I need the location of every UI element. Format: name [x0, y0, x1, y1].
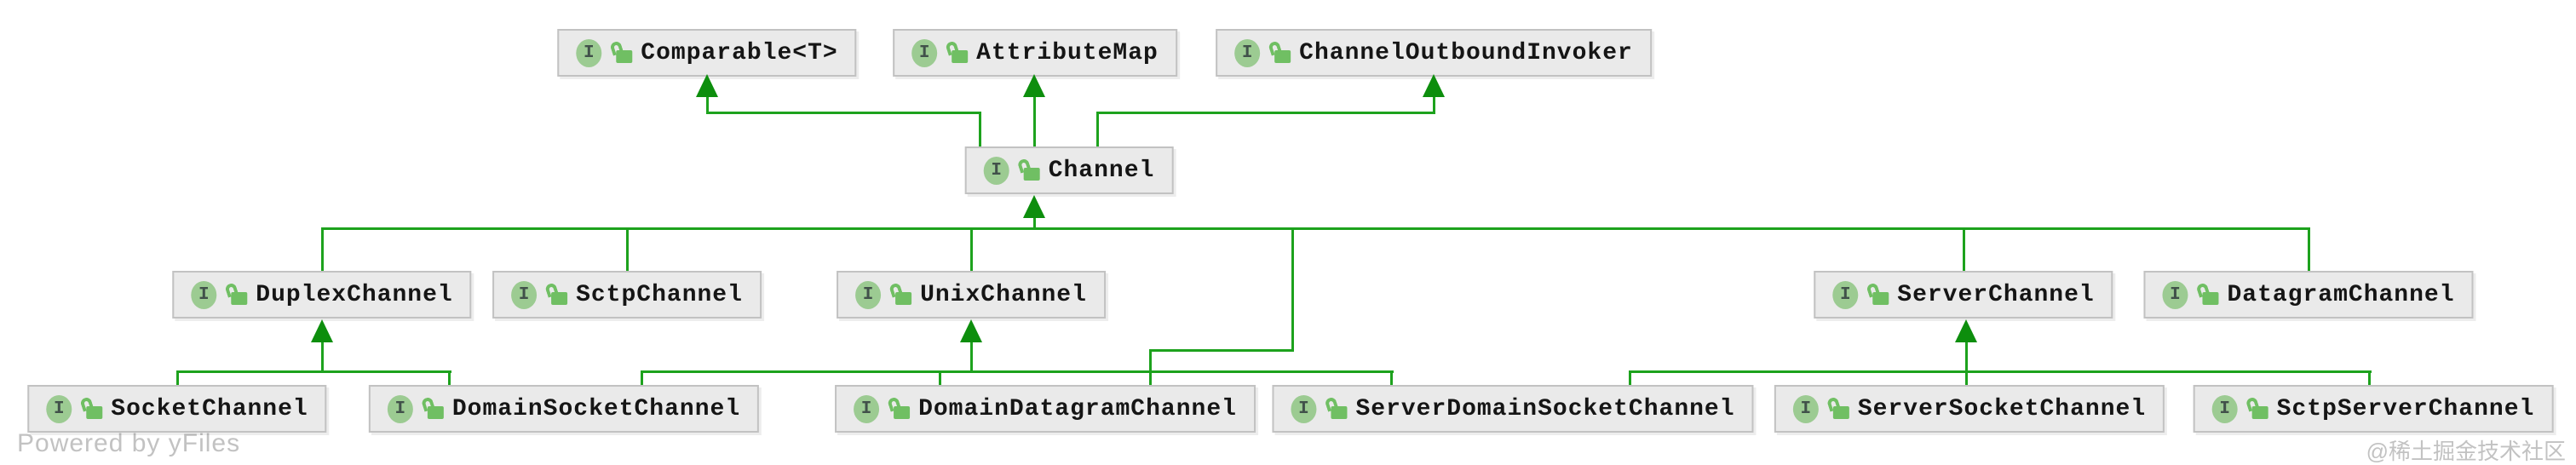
node-socketchannel[interactable]: I SocketChannel: [27, 385, 327, 433]
interface-circle-icon: I: [191, 280, 217, 309]
interface-circle-icon: I: [855, 280, 882, 309]
interface-circle-icon: I: [1234, 38, 1261, 67]
interface-name-label: ServerSocketChannel: [1857, 395, 2147, 422]
interface-circle-icon: I: [911, 38, 938, 67]
interface-circle-icon: I: [576, 38, 602, 67]
open-lock-icon: [887, 394, 911, 423]
edge-segment: [1291, 227, 1294, 352]
interface-name-label: DomainSocketChannel: [451, 395, 741, 422]
node-serversocketchannel[interactable]: I ServerSocketChannel: [1774, 385, 2165, 433]
interface-name-label: DuplexChannel: [256, 281, 453, 308]
open-lock-icon: [1826, 394, 1849, 423]
inheritance-arrowhead-icon: [1023, 195, 1045, 218]
node-domainsocketchannel[interactable]: I DomainSocketChannel: [368, 385, 760, 433]
edge-segment: [939, 370, 941, 387]
open-lock-icon: [888, 280, 912, 309]
edge-segment: [322, 227, 2309, 230]
node-serverchannel[interactable]: I ServerChannel: [1814, 271, 2113, 319]
interface-name-label: DatagramChannel: [2227, 281, 2455, 308]
edge-segment: [626, 227, 629, 273]
yfiles-watermark: Powered by yFiles: [17, 429, 241, 457]
interface-circle-icon: I: [2211, 394, 2238, 423]
edge-segment: [448, 370, 451, 387]
interface-name-label: ServerChannel: [1897, 281, 2095, 308]
inheritance-arrowhead-icon: [1023, 74, 1045, 97]
edge-segment: [2368, 370, 2371, 387]
node-unixchannel[interactable]: I UnixChannel: [837, 271, 1106, 319]
interface-circle-icon: I: [1832, 280, 1859, 309]
edge-segment: [1965, 340, 1968, 387]
interface-circle-icon: I: [46, 394, 72, 423]
edge-segment: [321, 227, 324, 273]
open-lock-icon: [945, 38, 969, 67]
edge-segment: [970, 227, 973, 273]
interface-name-label: SocketChannel: [111, 395, 308, 422]
node-sctpserverchannel[interactable]: I SctpServerChannel: [2193, 385, 2554, 433]
open-lock-icon: [2195, 280, 2219, 309]
juejin-watermark: @稀土掘金技术社区: [2366, 439, 2566, 464]
open-lock-icon: [1866, 280, 1889, 309]
open-lock-icon: [1016, 156, 1040, 185]
interface-circle-icon: I: [511, 280, 538, 309]
edge-segment: [1433, 95, 1435, 114]
open-lock-icon: [1324, 394, 1348, 423]
interface-circle-icon: I: [2162, 280, 2188, 309]
edge-segment: [641, 370, 1394, 373]
node-sctpchannel[interactable]: I SctpChannel: [492, 271, 762, 319]
node-comparable[interactable]: I Comparable<T>: [557, 29, 857, 77]
open-lock-icon: [2245, 394, 2268, 423]
interface-circle-icon: I: [983, 156, 1009, 185]
node-channeloutboundinvoker[interactable]: I ChannelOutboundInvoker: [1216, 29, 1652, 77]
node-domaindatagramchannel[interactable]: I DomainDatagramChannel: [835, 385, 1256, 433]
edge-segment: [321, 340, 324, 373]
inheritance-arrowhead-icon: [696, 74, 718, 97]
inheritance-arrowhead-icon: [1955, 319, 1977, 342]
open-lock-icon: [420, 394, 444, 423]
interface-name-label: UnixChannel: [920, 281, 1087, 308]
edge-segment: [1149, 349, 1152, 387]
interface-name-label: SctpServerChannel: [2276, 395, 2535, 422]
edge-segment: [979, 112, 981, 148]
inheritance-arrowhead-icon: [1423, 74, 1445, 97]
edge-segment: [176, 370, 179, 387]
edge-segment: [1150, 349, 1294, 352]
inheritance-arrowhead-icon: [960, 319, 982, 342]
edge-segment: [970, 340, 973, 373]
inheritance-arrowhead-icon: [311, 319, 333, 342]
interface-circle-icon: I: [854, 394, 880, 423]
open-lock-icon: [224, 280, 248, 309]
interface-circle-icon: I: [1291, 394, 1317, 423]
edge-segment: [1033, 95, 1036, 148]
node-datagramchannel[interactable]: I DatagramChannel: [2143, 271, 2474, 319]
interface-name-label: SctpChannel: [576, 281, 743, 308]
node-duplexchannel[interactable]: I DuplexChannel: [172, 271, 472, 319]
open-lock-icon: [609, 38, 633, 67]
interface-name-label: DomainDatagramChannel: [918, 395, 1237, 422]
interface-name-label: ChannelOutboundInvoker: [1299, 39, 1633, 66]
edge-segment: [1629, 370, 1631, 387]
open-lock-icon: [79, 394, 103, 423]
edge-segment: [177, 370, 451, 373]
interface-name-label: ServerDomainSocketChannel: [1355, 395, 1735, 422]
edge-segment: [1033, 215, 1036, 230]
edge-segment: [706, 95, 709, 114]
edge-segment: [1390, 370, 1393, 387]
interface-name-label: Comparable<T>: [641, 39, 838, 66]
open-lock-icon: [1268, 38, 1291, 67]
interface-circle-icon: I: [1792, 394, 1819, 423]
edge-segment: [1963, 227, 1965, 273]
node-attributemap[interactable]: I AttributeMap: [893, 29, 1177, 77]
interface-circle-icon: I: [387, 394, 413, 423]
node-channel[interactable]: I Channel: [964, 146, 1174, 194]
edge-segment: [1630, 370, 2372, 373]
node-serverdomainsocketchannel[interactable]: I ServerDomainSocketChannel: [1272, 385, 1754, 433]
edge-segment: [641, 370, 643, 387]
edge-segment: [1096, 112, 1099, 148]
edge-segment: [2308, 227, 2310, 273]
edge-segment: [707, 112, 981, 114]
open-lock-icon: [544, 280, 568, 309]
edge-segment: [1097, 112, 1435, 114]
interface-name-label: Channel: [1048, 157, 1155, 184]
interface-name-label: AttributeMap: [976, 39, 1159, 66]
